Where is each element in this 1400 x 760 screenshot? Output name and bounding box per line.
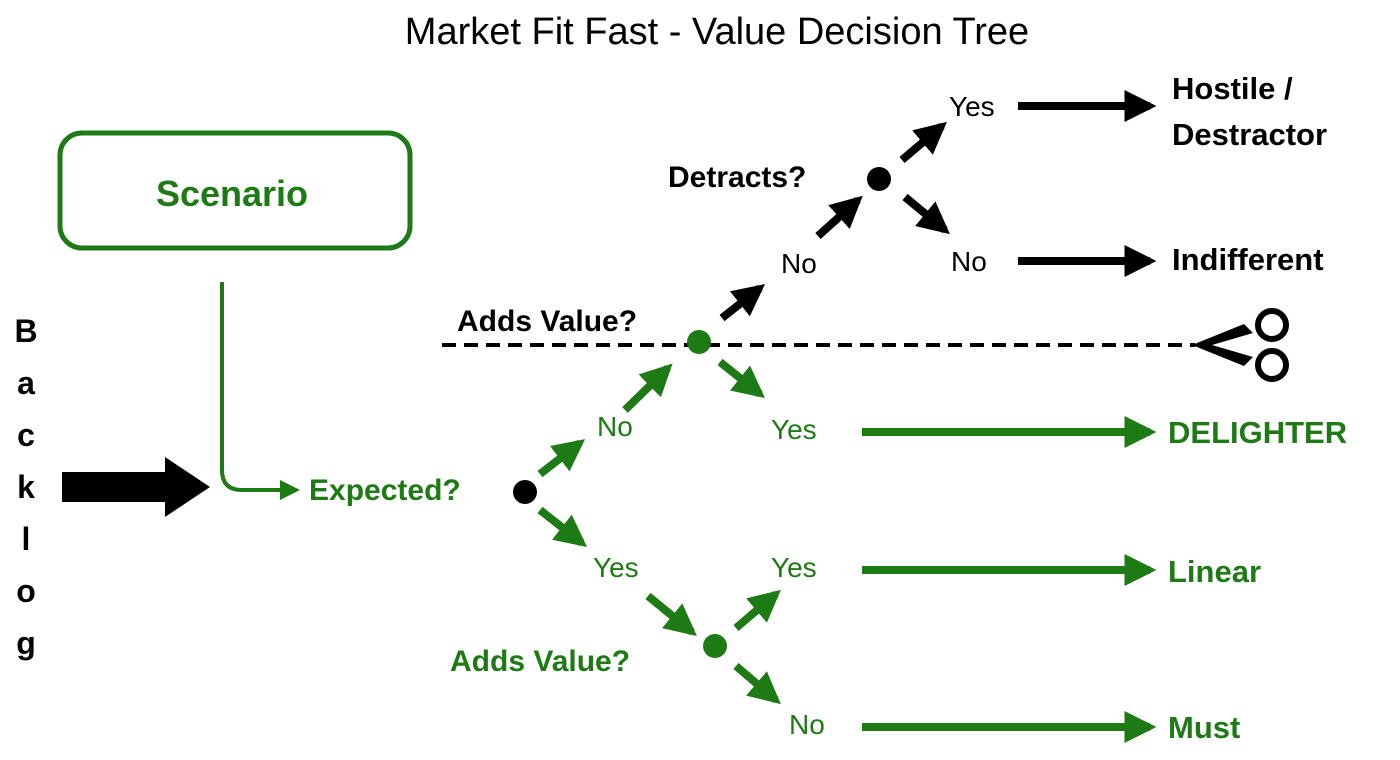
expected-no-label: No (597, 411, 633, 442)
adds-value-top-no-label: No (781, 248, 817, 279)
expected-yes-label: Yes (593, 552, 639, 583)
detracts-node (867, 167, 891, 191)
expected-question: Expected? (309, 474, 461, 507)
expected-no-to-adds-value-arrow (622, 363, 673, 413)
expected-yes-arrow (537, 506, 588, 547)
adds-value-bottom-node (703, 634, 727, 658)
scissors-icon (1192, 308, 1289, 382)
expected-no-arrow (537, 439, 586, 478)
backlog-letter: a (17, 365, 35, 401)
adds-value-top-no-to-detracts-arrow (815, 195, 863, 239)
backlog-letter: l (22, 521, 31, 557)
backlog-letter: g (16, 625, 36, 661)
adds-value-top-yes-arrow (717, 358, 765, 398)
adds-value-top-no-arrow (719, 284, 766, 322)
backlog-arrow (62, 457, 210, 517)
detracts-no-arrow (902, 193, 950, 235)
backlog-letter: B (14, 313, 37, 349)
scenario-box (57, 130, 413, 251)
detracts-question: Detracts? (668, 161, 806, 194)
adds-value-bottom-yes-arrow (733, 589, 781, 632)
detracts-yes-label: Yes (949, 91, 995, 122)
adds-value-bottom-no-arrow (733, 662, 781, 705)
adds-value-bottom-yes-label: Yes (771, 552, 817, 583)
outcome-hostile-line2: Destractor (1172, 117, 1327, 152)
outcome-hostile-line1: Hostile / (1172, 71, 1293, 106)
backlog-letter: k (17, 469, 35, 505)
backlog-label: B a c k l o g (14, 313, 37, 661)
backlog-letter: o (16, 573, 36, 609)
detracts-yes-arrow (899, 121, 947, 164)
adds-value-top-question: Adds Value? (457, 305, 637, 338)
outcome-indifferent: Indifferent (1172, 242, 1324, 277)
expected-yes-to-adds-value-arrow (645, 592, 697, 637)
page-title: Market Fit Fast - Value Decision Tree (405, 11, 1029, 53)
outcome-delighter: DELIGHTER (1168, 415, 1347, 450)
detracts-no-label: No (951, 246, 987, 277)
expected-node (513, 480, 537, 504)
scenario-label: Scenario (156, 173, 308, 214)
scenario-connector (220, 282, 300, 500)
backlog-letter: c (17, 417, 35, 453)
adds-value-top-node (687, 330, 711, 354)
adds-value-bottom-no-label: No (789, 709, 825, 740)
adds-value-bottom-question: Adds Value? (450, 645, 630, 678)
outcome-must: Must (1168, 710, 1240, 745)
outcome-linear: Linear (1168, 554, 1261, 589)
adds-value-top-yes-label: Yes (771, 414, 817, 445)
